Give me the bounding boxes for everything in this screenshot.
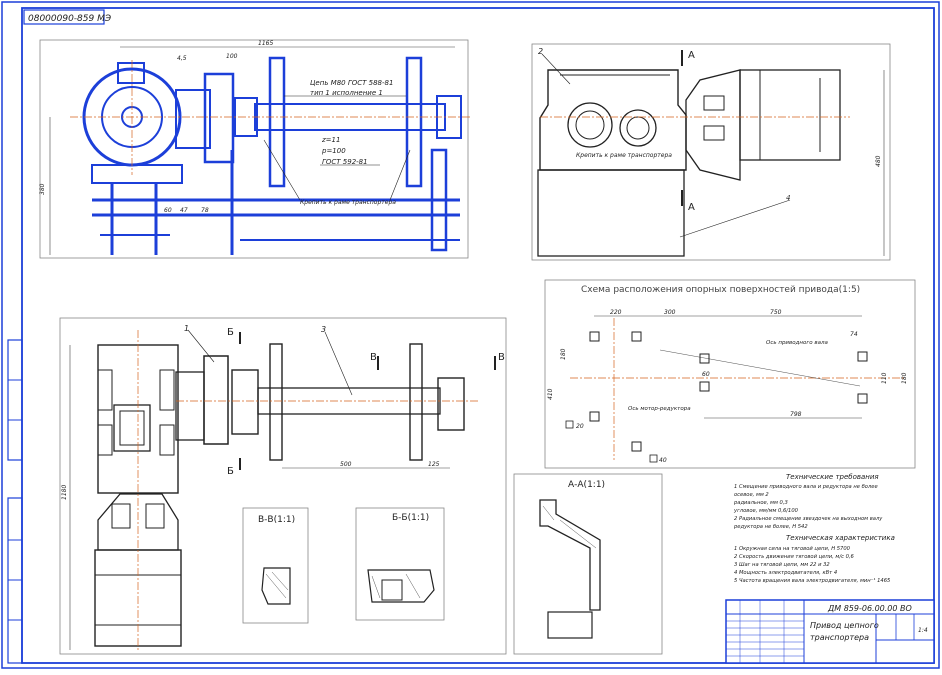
inner-frame (21, 7, 935, 664)
doc-code: ДМ 859-06.00.00 ВО (827, 604, 912, 613)
section-v-left: В (370, 352, 377, 363)
sup-d5: 180 (560, 348, 567, 360)
v1-dim-e: 78 (201, 207, 209, 214)
v1-dim-a: 100 (226, 53, 238, 60)
plan-label-3: 3 (321, 325, 326, 334)
doc-name-2: транспортера (810, 633, 869, 642)
view-plan: 1180 500 125 Б Б В В 1 3 (59, 317, 507, 655)
section-a-bottom: А (688, 202, 695, 213)
v1-dim-height: 380 (39, 183, 46, 195)
char-line-3: 3 Шаг на тяговой цепи, мм 22 и 32 (734, 562, 830, 568)
req-line-5: 2 Радиальное смещение звездочек на выход… (734, 516, 883, 522)
req-line-6: редуктора не более, Н 542 (733, 524, 808, 530)
v1-dim-c: 60 (164, 207, 172, 214)
sup-d1: 220 (610, 309, 622, 316)
section-aa-title: А-А(1:1) (568, 480, 605, 490)
sup-label-40: 40 (659, 457, 667, 464)
section-a-top: А (688, 50, 695, 61)
sup-d3: 750 (770, 309, 782, 316)
char-line-2: 2 Скорость движения тяговой цепи, м/с 0,… (734, 554, 855, 560)
sup-label-20: 20 (576, 423, 584, 430)
plan-dim-length: 500 (340, 461, 352, 468)
v2-frame-note: Крепить к раме транспортера (576, 152, 672, 159)
char-line-5: 5 Частота вращения вала электродвигателя… (734, 578, 891, 584)
section-b-bottom: Б (227, 466, 234, 477)
section-vv: В-В(1:1) (242, 507, 309, 624)
technical-requirements: Технические требования 1 Смещение привод… (733, 473, 883, 530)
plan-dim-height: 1180 (61, 485, 68, 500)
sup-d9: 60 (702, 371, 710, 378)
view-side-elevation: А А 2 4 Крепить к раме транспортера 480 (531, 43, 891, 261)
sprocket-p: p=100 (321, 147, 346, 155)
section-bb-title: Б-Б(1:1) (392, 513, 429, 523)
axis-reducer: Ось мотор-редуктора (628, 406, 691, 412)
sup-d10: 110 (881, 372, 888, 384)
technical-characteristics: Техническая характеристика 1 Окружная си… (734, 534, 895, 584)
req-title: Технические требования (786, 473, 879, 481)
section-v-right: В (498, 352, 505, 363)
view2-label-2: 2 (538, 47, 543, 56)
view-front-elevation: 1165 100 4,5 380 60 47 78 Цепь М80 ГОСТ … (39, 39, 470, 259)
sprocket-z: z=11 (321, 136, 340, 144)
axis-drive: Ось приводного вала (766, 340, 829, 346)
doc-name-1: Привод цепного (810, 621, 879, 630)
v1-frame-note: Крепить к раме транспортера (300, 199, 396, 206)
chain-label-1: Цепь М80 ГОСТ 588-81 (310, 79, 393, 87)
sup-d8: 180 (901, 372, 908, 384)
left-side-stamps (7, 339, 23, 664)
sup-d6: 410 (547, 388, 554, 400)
req-line-2: осевое, мм 2 (734, 492, 769, 498)
sprocket-gost: ГОСТ 592-81 (322, 158, 368, 166)
v1-dim-b: 4,5 (177, 55, 187, 62)
view2-label-4: 4 (786, 194, 790, 202)
stamp-code: 08000090-859 МЭ (28, 14, 112, 24)
sup-d4: 74 (850, 331, 858, 338)
title-block: ДМ 859-06.00.00 ВО Привод цепного трансп… (725, 599, 935, 664)
v1-dim-d: 47 (180, 207, 188, 214)
doc-scale: 1:4 (918, 627, 928, 634)
sup-d7: 798 (790, 411, 802, 418)
v1-dim-top: 1165 (258, 40, 273, 47)
chain-label-2: тип 1 исполнение 1 (310, 89, 383, 97)
req-line-4: угловое, мм/мм 0,6/100 (733, 508, 799, 514)
support-scheme: Схема расположения опорных поверхностей … (544, 279, 916, 469)
plan-dim-small: 125 (428, 461, 440, 468)
section-aa: А-А(1:1) (513, 473, 663, 655)
section-bb: Б-Б(1:1) (355, 507, 445, 621)
req-line-3: радиальное, мм 0,3 (733, 500, 788, 506)
req-line-1: 1 Смещение приводного вала и редуктора н… (734, 484, 878, 490)
section-vv-title: В-В(1:1) (258, 515, 295, 525)
char-line-1: 1 Окружная сила на тяговой цепи, Н 5700 (734, 546, 851, 552)
sup-d2: 300 (664, 309, 676, 316)
plan-label-1: 1 (184, 324, 189, 333)
char-line-4: 4 Мощность электродвигателя, кВт 4 (734, 570, 837, 576)
v2-dim-height: 480 (875, 155, 882, 167)
section-b-top: Б (227, 327, 234, 338)
stamp-box (23, 9, 105, 25)
support-title: Схема расположения опорных поверхностей … (581, 285, 860, 295)
char-title: Техническая характеристика (786, 534, 895, 542)
